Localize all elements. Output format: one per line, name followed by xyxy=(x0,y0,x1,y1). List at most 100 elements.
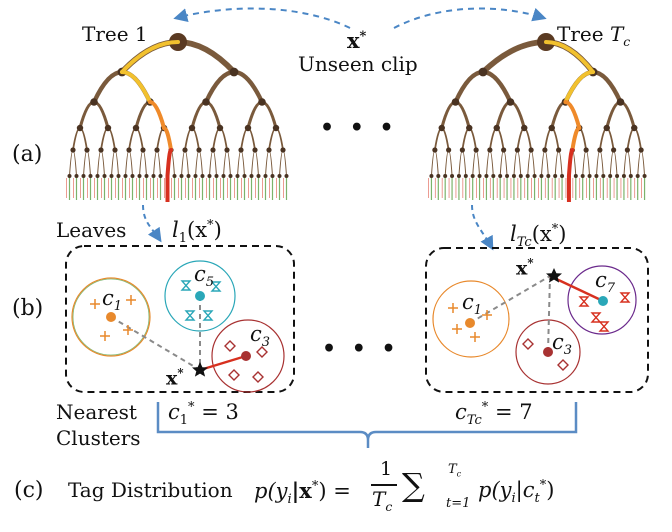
xstar-label: x* xyxy=(347,28,366,53)
tree1-branch xyxy=(111,149,116,177)
formula-den-c: c xyxy=(385,499,393,514)
label-c1-box1-sub: 1 xyxy=(113,299,123,315)
tree1-node xyxy=(235,174,240,178)
cluster-c5-box1 xyxy=(164,260,236,332)
nearest-bracket xyxy=(156,402,578,448)
leaf-label-tree1: l1(x*) xyxy=(172,218,222,246)
leaf-sub-tc: Tc xyxy=(517,235,532,250)
tree1-node xyxy=(81,174,86,178)
formula-lhs: p(yi|x*) = xyxy=(254,478,351,507)
treetc-branch xyxy=(448,149,453,177)
center-c1-box1 xyxy=(106,312,116,322)
tree1-node xyxy=(188,124,196,132)
tree1-path-segment xyxy=(120,40,180,74)
tree1-node xyxy=(151,174,156,178)
treetc-branch xyxy=(623,149,628,177)
treetc-node xyxy=(560,174,565,178)
treetc-node xyxy=(615,174,620,178)
label-c3-box1-c: c xyxy=(250,322,262,346)
xstar-label-box2: x* xyxy=(516,256,533,279)
label-c7-box2-c: c xyxy=(595,268,607,292)
tree-1 xyxy=(66,33,289,202)
treetc-node xyxy=(553,174,558,178)
tree1-branch xyxy=(184,127,193,151)
tree1-node xyxy=(249,174,254,178)
label-c3-box2-c: c xyxy=(552,330,564,354)
tree1-branch xyxy=(100,149,105,177)
treetc-node xyxy=(587,174,592,178)
tree1-branch xyxy=(91,69,125,105)
treetc-node xyxy=(493,124,500,132)
tree1-branch xyxy=(156,127,165,151)
tree1-node xyxy=(144,174,149,178)
formula-den-t: T xyxy=(372,487,386,511)
treetc-branch xyxy=(637,149,642,177)
tree1-node xyxy=(104,124,112,132)
tree1-node xyxy=(123,174,128,178)
treetc-branch xyxy=(544,149,549,177)
treetc-node xyxy=(532,174,537,178)
tree1-node xyxy=(263,174,268,178)
tree1-node xyxy=(252,147,258,153)
tree1-branch xyxy=(119,39,181,75)
link-c1-xstar-box2 xyxy=(469,275,551,324)
tree1-node xyxy=(98,147,104,153)
label-c1-box1-c: c xyxy=(102,286,114,310)
label-c3-box1: c3 xyxy=(250,322,270,350)
treetc-node xyxy=(487,147,493,153)
leaf-arg-1: (x xyxy=(187,218,208,242)
tree1-node xyxy=(228,174,233,178)
treetc-path-segment xyxy=(563,100,582,130)
treetc-path-segment xyxy=(570,126,582,152)
label-c1-box2-sub: 1 xyxy=(473,303,483,319)
center-c7-box2 xyxy=(598,296,608,306)
treetc-branch xyxy=(444,149,450,177)
formula-lhs-x: |x xyxy=(291,478,312,503)
treetc-node xyxy=(580,174,585,178)
treetc-node xyxy=(631,124,638,132)
label-c5-box1-c: c xyxy=(194,262,206,286)
cluster-box-tree1 xyxy=(65,245,295,393)
treetc-branch xyxy=(453,69,486,105)
tree1-branch xyxy=(190,100,208,130)
tree1-node xyxy=(132,124,140,132)
tree1-branch xyxy=(247,127,256,151)
nearest-c1-c: c xyxy=(168,400,180,424)
leaf-fn-1: l xyxy=(172,218,179,242)
members-c7-box2 xyxy=(578,292,631,332)
label-c1-box2-c: c xyxy=(462,290,474,314)
treetc-branch xyxy=(550,127,560,151)
tree1-branch xyxy=(251,149,256,177)
treetc-node xyxy=(621,174,626,178)
treetc-branch xyxy=(472,149,477,177)
tree1-branch xyxy=(237,149,242,177)
tree1-node xyxy=(112,147,118,153)
tree1-branch xyxy=(240,149,245,177)
tree1-node xyxy=(280,147,286,153)
tree1-node xyxy=(210,147,216,153)
formula-sum-lower: t=1 xyxy=(446,496,471,511)
tree1-branch xyxy=(195,149,200,177)
treetc-node xyxy=(624,147,630,153)
tree1-node xyxy=(193,174,198,178)
treetc-path-segment xyxy=(566,148,575,178)
tree1-path-segment xyxy=(148,100,166,130)
treetc-node xyxy=(478,67,488,77)
tree1-branch xyxy=(139,149,144,177)
xstar-box2-x: x xyxy=(516,257,528,280)
tree1-branch xyxy=(92,100,110,130)
treetc-node xyxy=(446,147,452,153)
leaf-star-tc: * xyxy=(551,222,559,237)
tree1-branch xyxy=(226,149,231,177)
treetc-branch xyxy=(598,127,608,151)
tree1-branch xyxy=(191,127,200,151)
treetc-node xyxy=(518,174,523,178)
treetc-branch xyxy=(540,149,546,177)
formula-rhs-i: i xyxy=(511,491,516,507)
tree1-branch xyxy=(204,100,222,130)
nearest-ctc-val: = 7 xyxy=(494,400,533,424)
treetc-node xyxy=(601,174,606,178)
treetc-node xyxy=(525,174,530,178)
treetc-path-segment xyxy=(544,40,595,74)
treetc-node xyxy=(642,174,647,178)
